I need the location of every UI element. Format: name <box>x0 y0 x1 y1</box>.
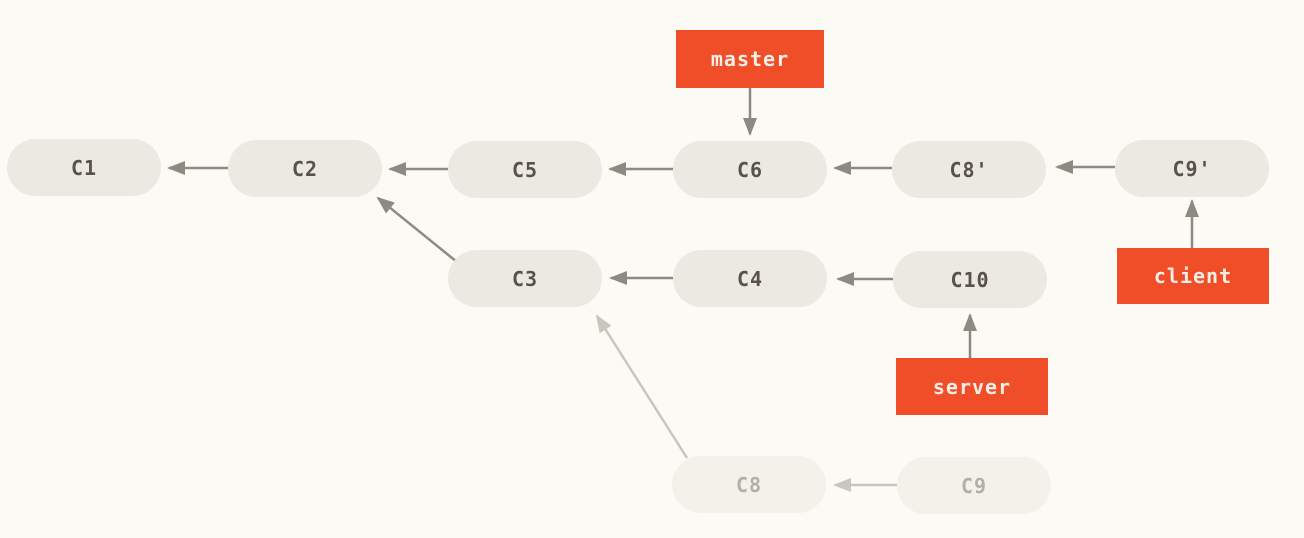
edge-c3-to-c2 <box>376 196 458 263</box>
commit-node-c8-old: C8 <box>672 456 826 513</box>
commit-label: C9' <box>1172 156 1212 181</box>
commit-label: C9 <box>960 473 988 498</box>
branch-name: client <box>1153 264 1233 288</box>
commit-node-c4: C4 <box>673 250 827 307</box>
commit-label: C6 <box>736 157 764 182</box>
branch-label-master: master <box>676 30 824 88</box>
branch-name: server <box>932 374 1012 399</box>
commit-node-c5: C5 <box>448 141 602 198</box>
commit-label: C4 <box>736 266 764 291</box>
commit-node-c1: C1 <box>7 139 161 196</box>
commit-label: C10 <box>950 267 990 292</box>
branch-label-server: server <box>896 358 1048 415</box>
commit-node-c10: C10 <box>893 251 1047 308</box>
branch-label-client: client <box>1117 248 1269 304</box>
edge-c8-to-c3 <box>595 314 689 459</box>
commit-label: C5 <box>511 157 539 182</box>
commit-node-c6: C6 <box>673 141 827 198</box>
commit-label: C8 <box>735 472 763 497</box>
branch-name: master <box>710 47 790 71</box>
commit-node-c2: C2 <box>228 140 382 197</box>
commit-node-c9-prime: C9' <box>1115 140 1269 197</box>
commit-node-c9-old: C9 <box>897 457 1051 514</box>
commit-node-c8-prime: C8' <box>892 141 1046 198</box>
commit-label: C2 <box>291 156 319 181</box>
commit-label: C8' <box>949 157 989 182</box>
commit-label: C3 <box>511 266 539 291</box>
commit-label: C1 <box>70 155 98 180</box>
commit-node-c3: C3 <box>448 250 602 307</box>
